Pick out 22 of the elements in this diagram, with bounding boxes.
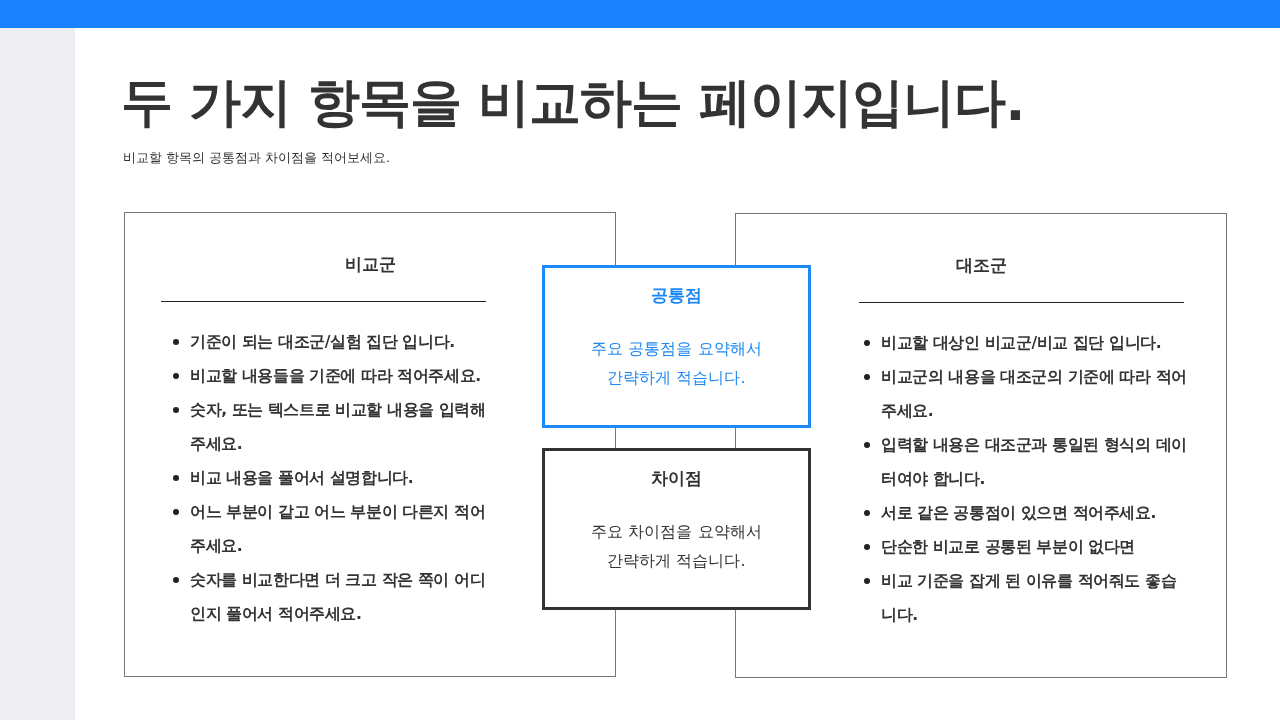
bullet-item: 단순한 비교로 공통된 부분이 없다면 bbox=[859, 530, 1189, 564]
bullet-item: 기준이 되는 대조군/실험 집단 입니다. bbox=[168, 325, 493, 359]
bullet-item: 비교할 대상인 비교군/비교 집단 입니다. bbox=[859, 326, 1189, 360]
panel-heading: 대조군 bbox=[954, 254, 1008, 277]
box-text: 주요 차이점을 요약해서 간략하게 적습니다. bbox=[590, 521, 763, 572]
box-text: 주요 공통점을 요약해서 간략하게 적습니다. bbox=[590, 338, 763, 389]
summary-box bbox=[542, 265, 811, 428]
panel-heading: 비교군 bbox=[343, 253, 397, 276]
summary-box bbox=[542, 448, 811, 610]
bullet-item: 어느 부분이 같고 어느 부분이 다른지 적어 주세요. bbox=[168, 495, 493, 563]
page-title: 두 가지 항목을 비교하는 페이지입니다. bbox=[121, 71, 1025, 134]
bullet-item: 숫자를 비교한다면 더 크고 작은 쪽이 어디 인지 풀어서 적어주세요. bbox=[168, 563, 493, 631]
box-heading: 공통점 bbox=[650, 284, 703, 307]
bullet-item: 입력할 내용은 대조군과 통일된 형식의 데이터여야 합니다. bbox=[859, 428, 1189, 496]
box-heading: 차이점 bbox=[650, 467, 703, 490]
bullet-item: 비교군의 내용을 대조군의 기준에 따라 적어주세요. bbox=[859, 360, 1189, 428]
bullet-item: 숫자, 또는 텍스트로 비교할 내용을 입력해 주세요. bbox=[168, 393, 493, 461]
bullet-item: 비교할 내용들을 기준에 따라 적어주세요. bbox=[168, 359, 493, 393]
bullet-item: 비교 기준을 잡게 된 이유를 적어줘도 좋습니다. bbox=[859, 564, 1189, 632]
subtitle: 비교할 항목의 공통점과 차이점을 적어보세요. bbox=[123, 150, 390, 167]
bullet-item: 서로 같은 공통점이 있으면 적어주세요. bbox=[859, 496, 1189, 530]
bullet-item: 비교 내용을 풀어서 설명합니다. bbox=[168, 461, 493, 495]
